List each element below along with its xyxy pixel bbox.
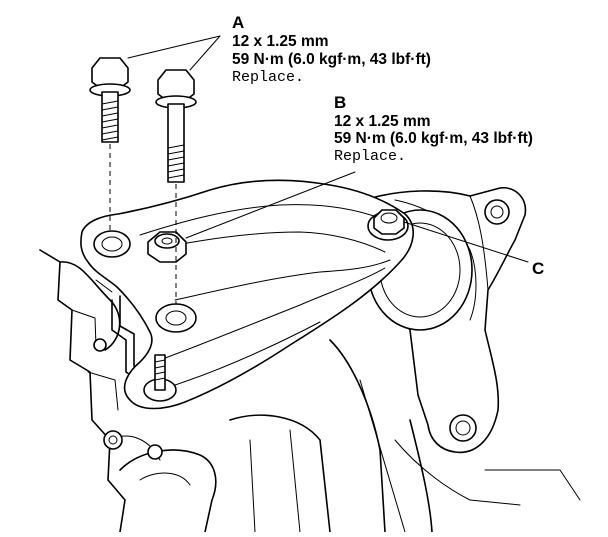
bracket-hole-center-icon	[155, 303, 197, 333]
bracket-hole-a-icon	[93, 230, 131, 258]
lower-stud-icon	[143, 354, 177, 402]
mount-hole-icon	[484, 199, 510, 225]
nut-b-icon	[147, 231, 187, 263]
callout-a-size: 12 x 1.25 mm	[232, 33, 329, 50]
bolt-c-icon	[367, 209, 409, 241]
callout-a-torque: 59 N·m (6.0 kgf·m, 43 lbf·ft)	[232, 51, 431, 68]
callout-b: B 12 x 1.25 mm 59 N·m (6.0 kgf·m, 43 lbf…	[334, 93, 533, 165]
case-bolt-icon	[103, 430, 123, 450]
mount-hole-icon	[449, 414, 477, 442]
callout-b-note: Replace.	[334, 148, 406, 165]
callout-b-size: 12 x 1.25 mm	[334, 113, 431, 130]
callout-b-letter: B	[334, 93, 346, 112]
bolt-a-left-icon	[89, 57, 131, 232]
callout-a-note: Replace.	[232, 69, 304, 86]
callout-c: C	[532, 259, 544, 278]
case-bolt-icon	[93, 338, 107, 352]
callout-b-torque: 59 N·m (6.0 kgf·m, 43 lbf·ft)	[334, 130, 533, 147]
case-bolt-icon	[147, 444, 163, 460]
bolt-a-right-icon	[155, 69, 197, 304]
leader-lines	[127, 35, 529, 263]
callout-c-letter: C	[532, 259, 544, 278]
callout-a-letter: A	[232, 13, 244, 32]
callout-a: A 12 x 1.25 mm 59 N·m (6.0 kgf·m, 43 lbf…	[232, 13, 431, 86]
